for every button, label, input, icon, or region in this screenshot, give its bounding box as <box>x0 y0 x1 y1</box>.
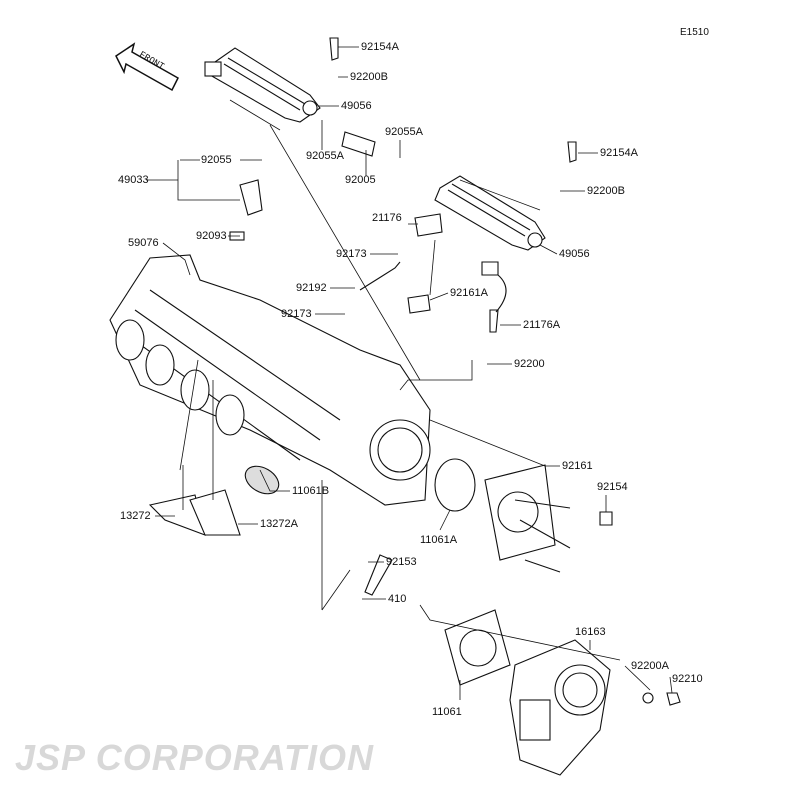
part-label[interactable]: 410 <box>388 593 407 605</box>
part-label[interactable]: 92154A <box>361 41 399 53</box>
part-label[interactable]: 92055 <box>201 154 232 166</box>
part-label[interactable]: 92055A <box>306 150 344 162</box>
part-label[interactable]: 92192 <box>296 282 327 294</box>
watermark: JSP CORPORATION <box>15 737 375 778</box>
fuel-rail-left <box>204 47 321 123</box>
part-label[interactable]: 92161 <box>562 460 593 472</box>
part-label[interactable]: 92200 <box>514 358 545 370</box>
part-label[interactable]: 49056 <box>341 100 372 112</box>
part-label[interactable]: 92154A <box>600 147 638 159</box>
intake-manifold <box>109 254 431 506</box>
part-label[interactable]: 92093 <box>196 230 227 242</box>
diagram-code: E1510 <box>680 27 709 38</box>
part-label[interactable]: 92005 <box>345 174 376 186</box>
part-label[interactable]: 92161A <box>450 287 488 299</box>
part-label[interactable]: 11061A <box>420 534 458 546</box>
throttle-body <box>509 639 611 776</box>
part-label[interactable]: 21176 <box>372 212 402 224</box>
part-label[interactable]: 92153 <box>386 556 417 568</box>
part-label[interactable]: 59076 <box>128 237 159 249</box>
part-label[interactable]: 13272 <box>120 510 151 522</box>
front-arrow-icon: FRONT <box>115 42 179 92</box>
part-label[interactable]: 16163 <box>575 626 606 638</box>
part-label[interactable]: 92154 <box>597 481 628 493</box>
part-label[interactable]: 11061B <box>292 485 330 497</box>
part-label[interactable]: 13272A <box>260 518 298 530</box>
part-label[interactable]: 11061 <box>432 706 462 718</box>
part-label[interactable]: 92200A <box>631 660 669 672</box>
part-label[interactable]: 92055A <box>385 126 423 138</box>
part-label[interactable]: 21176A <box>523 319 561 331</box>
part-label[interactable]: 92210 <box>672 673 703 685</box>
part-label[interactable]: 92173 <box>281 308 312 320</box>
part-label[interactable]: 92200B <box>587 185 625 197</box>
part-label[interactable]: 49033 <box>118 174 149 186</box>
part-label[interactable]: 49056 <box>559 248 590 260</box>
part-label[interactable]: 92200B <box>350 71 388 83</box>
part-label[interactable]: 92173 <box>336 248 367 260</box>
fuel-rail-right <box>434 175 546 251</box>
